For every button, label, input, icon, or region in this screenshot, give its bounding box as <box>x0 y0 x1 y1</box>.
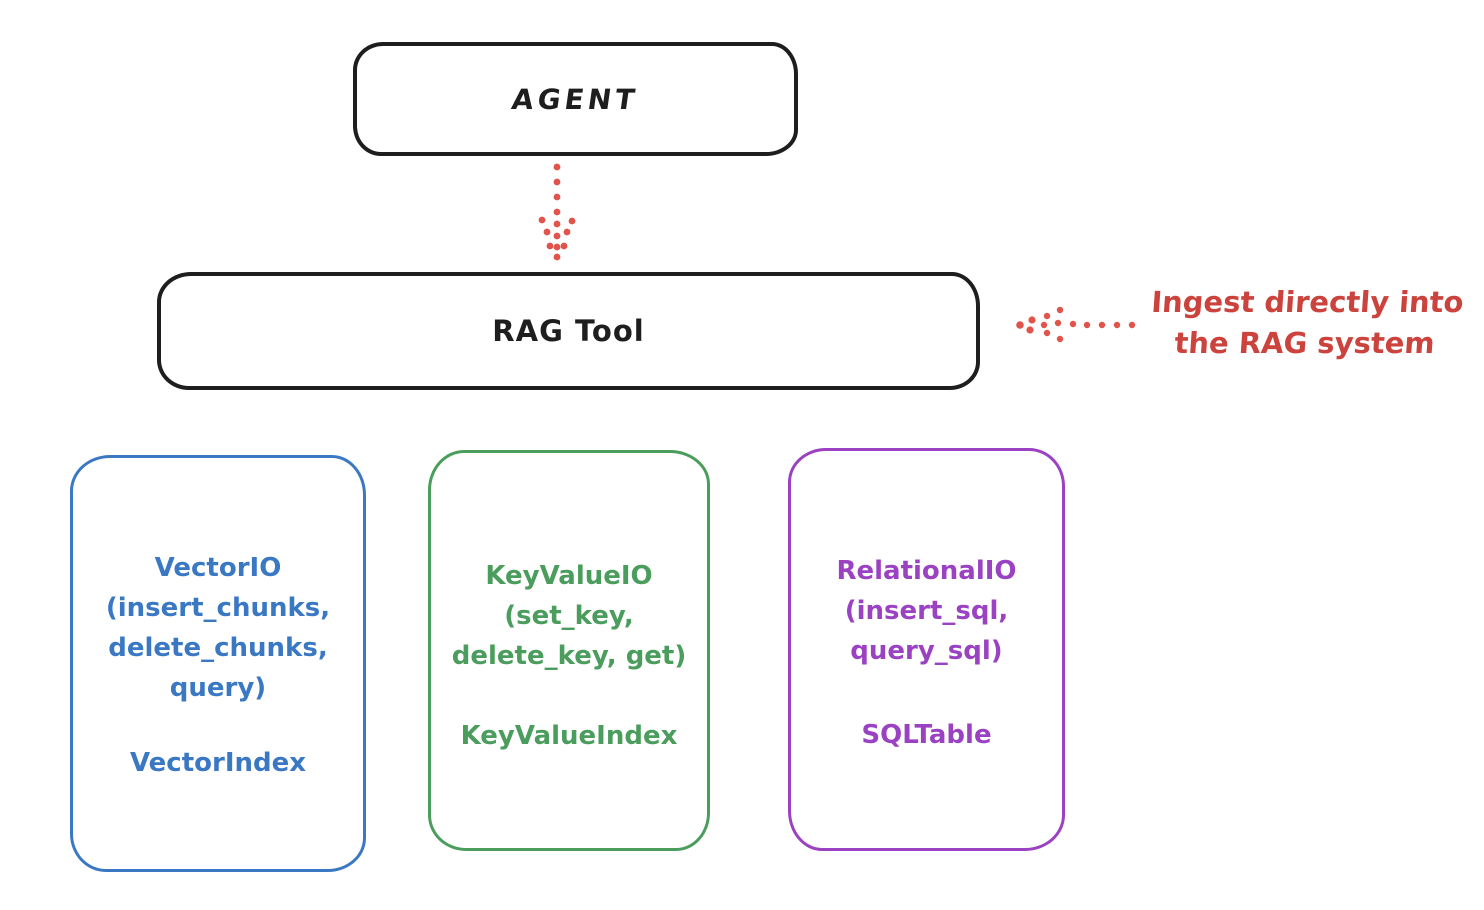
key-value-io-methods-line2: delete_key, get) <box>451 641 687 671</box>
agent-box: AGENT <box>353 42 798 156</box>
key-value-io-title: KeyValueIO <box>485 561 653 591</box>
dotted-arrow-left-icon <box>1016 306 1136 343</box>
vector-io-methods-line3: query) <box>169 673 267 703</box>
key-value-index-label: KeyValueIndex <box>460 721 678 751</box>
agent-box-label: AGENT <box>510 82 641 116</box>
relational-io-title: RelationalIO <box>836 556 1017 586</box>
key-value-io-methods-line1: (set_key, <box>504 601 634 631</box>
ingest-annotation: Ingest directly into the RAG system <box>1125 282 1484 364</box>
ingest-annotation-line2: the RAG system <box>1173 326 1436 360</box>
vector-io-methods-line1: (insert_chunks, <box>105 593 331 623</box>
dotted-arrow-down-icon <box>538 163 576 261</box>
key-value-io-box: KeyValueIO (set_key, delete_key, get) Ke… <box>428 450 710 851</box>
vector-io-title: VectorIO <box>154 553 282 583</box>
vector-io-box: VectorIO (insert_chunks, delete_chunks, … <box>70 455 366 872</box>
sql-table-label: SQLTable <box>861 720 992 750</box>
relational-io-box: RelationalIO (insert_sql, query_sql) SQL… <box>788 448 1065 851</box>
rag-tool-box: RAG Tool <box>157 272 980 390</box>
vector-io-methods-line2: delete_chunks, <box>108 633 328 663</box>
vector-index-label: VectorIndex <box>129 748 307 778</box>
relational-io-methods-line1: (insert_sql, <box>844 596 1009 626</box>
ingest-annotation-line1: Ingest directly into <box>1150 285 1465 319</box>
relational-io-methods-line2: query_sql) <box>850 636 1003 666</box>
rag-tool-box-label: RAG Tool <box>492 314 645 348</box>
